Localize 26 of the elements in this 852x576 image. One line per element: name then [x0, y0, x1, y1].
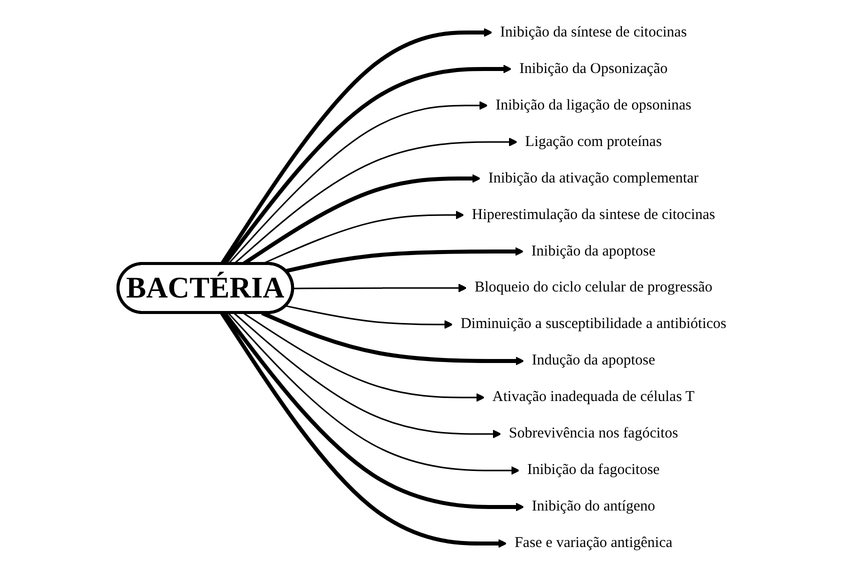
node-text: Diminuição a susceptibilidade a antibióticos	[460, 316, 726, 332]
node-text: Sobrevivência nos fagócitos	[508, 426, 678, 442]
node-text: Indução da apoptose	[532, 352, 655, 369]
node-text: Fase e variação antigênica	[514, 535, 672, 552]
node-text: Inibição da fagocitose	[527, 462, 660, 478]
arrow	[220, 312, 507, 548]
node-text: Inibição do antígeno	[532, 498, 655, 515]
arrow	[260, 311, 524, 366]
arrow	[285, 305, 453, 329]
arrow	[228, 312, 520, 475]
node-text: Ligação com proteínas	[524, 134, 662, 150]
arrow	[233, 312, 502, 438]
node-text: Inibição da síntese de citocinas	[500, 24, 687, 40]
node-text: Bloqueio do ciclo celular de progressão	[474, 280, 712, 296]
arrow	[222, 312, 524, 512]
arrow	[292, 284, 467, 292]
arrow	[242, 312, 485, 402]
arrow	[285, 247, 524, 273]
node-text: Hiperestimulação da sintese de citocinas	[472, 206, 715, 223]
node-text: Inibição da apoptose	[531, 243, 656, 260]
arrow	[228, 101, 488, 264]
node-text: Inibição da ativação complementar	[488, 170, 698, 186]
node-text: Inibição da Opsonização	[519, 60, 668, 77]
node-text: Ativação inadequada de células T	[492, 389, 694, 406]
node-text: Inibição da ligação de opsoninas	[495, 97, 692, 114]
arrow	[233, 138, 518, 265]
